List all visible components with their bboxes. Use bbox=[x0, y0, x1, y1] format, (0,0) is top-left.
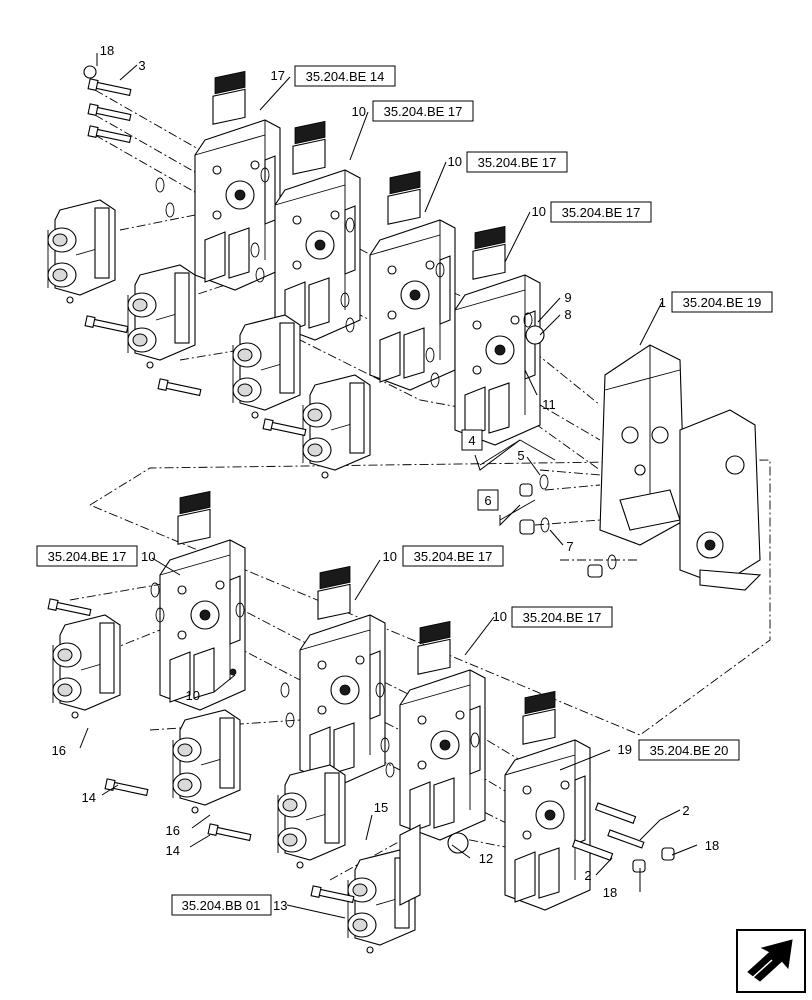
ref-35-204-bb-01[interactable]: 35.204.BB 01 bbox=[182, 898, 261, 913]
valve-section-10e bbox=[299, 565, 386, 786]
callout-8: 8 bbox=[564, 307, 571, 322]
ref-35-204-be-19[interactable]: 35.204.BE 19 bbox=[683, 295, 762, 310]
lower-valve-bank bbox=[47, 490, 675, 954]
callout-10g: 10 bbox=[186, 688, 200, 703]
ref-35-204-be-17-f[interactable]: 35.204.BE 17 bbox=[523, 610, 602, 625]
callout-5: 5 bbox=[517, 448, 524, 463]
callout-14b: 14 bbox=[166, 843, 180, 858]
callout-14a: 14 bbox=[82, 790, 96, 805]
callout-10f: 10 bbox=[493, 609, 507, 624]
callout-19: 19 bbox=[618, 742, 632, 757]
upper-valve-bank bbox=[47, 65, 545, 479]
actuator-6 bbox=[172, 709, 241, 814]
callout-2b: 2 bbox=[584, 868, 591, 883]
actuator-3 bbox=[232, 314, 301, 419]
callout-18-right: 18 bbox=[705, 838, 719, 853]
ref-35-204-be-17-c[interactable]: 35.204.BE 17 bbox=[562, 205, 641, 220]
leader-lines bbox=[79, 53, 698, 919]
callout-labels: 18 3 17 35.204.BE 14 10 35.204.BE 17 10 … bbox=[36, 43, 773, 916]
plugs bbox=[479, 439, 556, 535]
callout-15: 15 bbox=[374, 800, 388, 815]
next-page-arrow-icon[interactable] bbox=[736, 929, 806, 993]
callout-10e: 10 bbox=[383, 549, 397, 564]
callout-13: 13 bbox=[273, 898, 287, 913]
callout-16a: 16 bbox=[52, 743, 66, 758]
actuator-5 bbox=[52, 614, 121, 719]
valve-section-19 bbox=[504, 690, 591, 911]
actuator-2 bbox=[127, 264, 196, 369]
callout-10a: 10 bbox=[352, 104, 366, 119]
callout-7: 7 bbox=[566, 539, 573, 554]
callout-10d: 10 bbox=[141, 549, 155, 564]
callout-10b: 10 bbox=[448, 154, 462, 169]
actuator-7 bbox=[277, 764, 346, 869]
callout-16b: 16 bbox=[166, 823, 180, 838]
callout-18-bottom: 18 bbox=[603, 885, 617, 900]
ref-35-204-be-14[interactable]: 35.204.BE 14 bbox=[306, 69, 385, 84]
ref-35-204-be-17-a[interactable]: 35.204.BE 17 bbox=[384, 104, 463, 119]
actuator-1 bbox=[47, 199, 116, 304]
callout-18-top: 18 bbox=[100, 43, 114, 58]
callout-6: 6 bbox=[484, 493, 491, 508]
callout-12: 12 bbox=[479, 851, 493, 866]
ref-35-204-be-17-e[interactable]: 35.204.BE 17 bbox=[414, 549, 493, 564]
ref-35-204-be-17-d[interactable]: 35.204.BE 17 bbox=[48, 549, 127, 564]
valve-section-10f bbox=[399, 620, 486, 841]
callout-10c: 10 bbox=[532, 204, 546, 219]
callout-11: 11 bbox=[542, 397, 556, 412]
ref-35-204-be-20[interactable]: 35.204.BE 20 bbox=[650, 743, 729, 758]
ref-35-204-be-17-b[interactable]: 35.204.BE 17 bbox=[478, 155, 557, 170]
callout-3: 3 bbox=[138, 58, 145, 73]
callout-2a: 2 bbox=[682, 803, 689, 818]
callout-9: 9 bbox=[564, 290, 571, 305]
callout-4: 4 bbox=[468, 433, 475, 448]
valve-section-10b bbox=[369, 170, 456, 391]
end-cover-assembly bbox=[587, 344, 762, 591]
callout-1: 1 bbox=[659, 295, 666, 310]
actuator-4 bbox=[302, 374, 371, 479]
callout-17: 17 bbox=[271, 68, 285, 83]
